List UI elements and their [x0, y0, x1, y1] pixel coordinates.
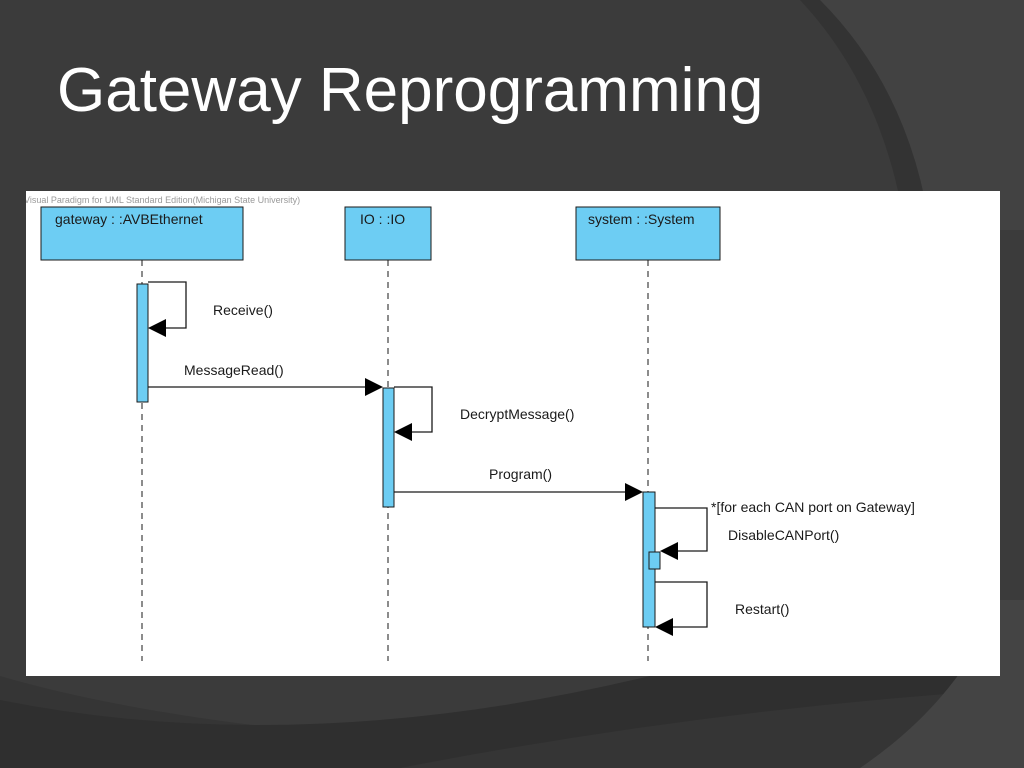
message-disablecanport-label: DisableCANPort() [728, 527, 839, 543]
message-disablecanport-line [655, 507, 708, 552]
lifeline-label-gateway: gateway : :AVBEthernet [55, 211, 203, 227]
message-decryptmessage: DecryptMessage() [394, 386, 574, 441]
lifeline-label-io: IO : :IO [360, 211, 405, 227]
watermark-text: Visual Paradigm for UML Standard Edition… [26, 195, 300, 205]
message-messageread-arrowhead [365, 378, 383, 396]
slide-title: Gateway Reprogramming [57, 56, 764, 125]
message-messageread: MessageRead() [148, 362, 383, 396]
lifeline-box-io [344, 206, 432, 261]
message-disablecanport: *[for each CAN port on Gateway] DisableC… [655, 499, 915, 560]
sequence-diagram-panel: Visual Paradigm for UML Standard Edition… [26, 191, 1000, 676]
message-program-arrowhead [625, 483, 643, 501]
lifeline-system: system : :System [575, 206, 721, 661]
message-program: Program() [394, 466, 643, 501]
message-program-label: Program() [489, 466, 552, 482]
lifeline-box-gateway [40, 206, 244, 261]
message-receive-arrowhead [148, 319, 166, 337]
message-restart-arrowhead [655, 618, 673, 636]
message-restart: Restart() [655, 581, 789, 636]
message-decryptmessage-arrowhead [394, 423, 412, 441]
activation-io [382, 387, 395, 508]
loop-guard-label: *[for each CAN port on Gateway] [711, 499, 915, 515]
message-decryptmessage-line [394, 386, 433, 433]
message-messageread-label: MessageRead() [184, 362, 284, 378]
message-restart-line [655, 581, 708, 628]
activation-system-nested [648, 551, 661, 570]
lifeline-gateway: gateway : :AVBEthernet [40, 206, 244, 661]
message-restart-label: Restart() [735, 601, 789, 617]
message-receive: Receive() [148, 281, 273, 337]
message-receive-label: Receive() [213, 302, 273, 318]
message-decryptmessage-label: DecryptMessage() [460, 406, 574, 422]
message-receive-line [148, 281, 187, 329]
activation-gateway [136, 283, 149, 403]
lifeline-label-system: system : :System [588, 211, 695, 227]
sequence-diagram: Visual Paradigm for UML Standard Edition… [26, 195, 915, 661]
message-disablecanport-arrowhead [660, 542, 678, 560]
